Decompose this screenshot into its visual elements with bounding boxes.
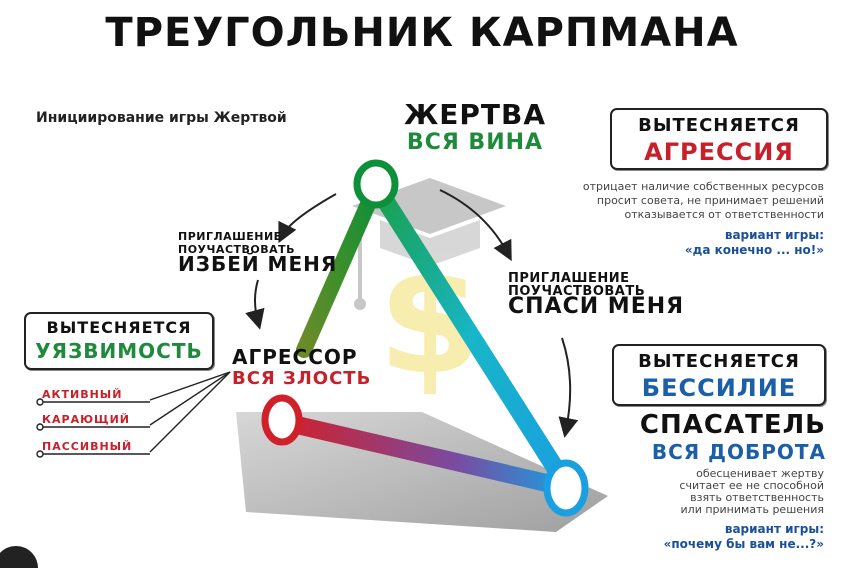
invite-left-line2: ПОУЧАСТВОВАТЬ xyxy=(178,243,296,256)
rescuer-heading: СПАСАТЕЛЬ ВСЯ ДОБРОТА xyxy=(600,410,826,464)
shadow-slab xyxy=(236,412,608,532)
rescuer-variant-value: «почему бы вам не...?» xyxy=(663,537,824,551)
rescuer-node xyxy=(543,459,589,517)
arrow-victim-to-rescuer xyxy=(439,189,512,262)
victim-description-line: просит совета, не принимает решений xyxy=(596,194,824,207)
rescuer-description-line: считает ее не способной xyxy=(679,479,824,492)
rescuer-variant: вариант игры: «почему бы вам не...?» xyxy=(564,522,824,552)
aggressor-type-active: АКТИВНЫЙ xyxy=(42,388,123,401)
victim-description: отрицает наличие собственных ресурсов пр… xyxy=(494,180,824,222)
aggressor-type-punishing: КАРАЮЩИЙ xyxy=(42,413,130,426)
rescuer-displaced-label: ВЫТЕСНЯЕТСЯ xyxy=(638,351,800,372)
rescuer-displaced-value: БЕССИЛИЕ xyxy=(641,374,797,402)
aggressor-displaced-value: УЯЗВИМОСТЬ xyxy=(35,339,203,363)
victim-variant-value: «да конечно ... но!» xyxy=(684,243,824,257)
victim-displaced-label: ВЫТЕСНЯЕТСЯ xyxy=(638,115,800,136)
arrow-left-lower xyxy=(245,279,265,330)
rescuer-description-line: или принимать решения xyxy=(680,503,824,516)
edge-victim-aggressor xyxy=(296,178,384,358)
rescuer-description-line: взять ответственность xyxy=(690,491,824,504)
rescuer-description: обесценивает жертву считает ее не способ… xyxy=(604,468,824,516)
aggressor-name: АГРЕССОР xyxy=(232,345,358,369)
aggressor-node xyxy=(261,394,303,446)
invite-right-line2: ПОУЧАСТВОВАТЬ xyxy=(508,284,646,299)
victim-name: ЖЕРТВА xyxy=(403,98,547,131)
rescuer-name: СПАСАТЕЛЬ xyxy=(639,410,826,440)
aggressor-type-passive: ПАССИВНЫЙ xyxy=(42,440,133,453)
invite-right-line1: ПРИГЛАШЕНИЕ xyxy=(508,271,630,286)
arrow-victim-to-aggressor xyxy=(278,193,337,244)
victim-variant: вариант игры: «да конечно ... но!» xyxy=(564,228,824,258)
victim-variant-label: вариант игры: xyxy=(724,228,824,242)
invite-left-line1: ПРИГЛАШЕНИЕ xyxy=(178,230,282,243)
arrow-right-lower xyxy=(558,337,579,438)
victim-subtitle: ВСЯ ВИНА xyxy=(406,130,544,155)
invite-left: ПРИГЛАШЕНИЕ ПОУЧАСТВОВАТЬ ИЗБЕЙ МЕНЯ xyxy=(178,230,338,276)
page-title: ТРЕУГОЛЬНИК КАРПМАНА xyxy=(105,10,739,56)
aggressor-displaced-box: ВЫТЕСНЯЕТСЯ УЯЗВИМОСТЬ xyxy=(24,312,214,370)
victim-heading: ЖЕРТВА ВСЯ ВИНА xyxy=(382,100,568,156)
edge-aggressor-rescuer xyxy=(275,413,577,497)
corner-mark xyxy=(0,546,38,568)
rescuer-displaced-box: ВЫТЕСНЯЕТСЯ БЕССИЛИЕ xyxy=(612,344,826,406)
rescuer-subtitle: ВСЯ ДОБРОТА xyxy=(651,440,826,464)
aggressor-heading: АГРЕССОР ВСЯ ЗЛОСТЬ xyxy=(232,346,371,390)
invite-right-line3: СПАСИ МЕНЯ xyxy=(508,294,685,319)
rescuer-variant-label: вариант игры: xyxy=(724,522,824,536)
initiation-label: Инициирование игры Жертвой xyxy=(36,110,287,126)
aggressor-subtitle: ВСЯ ЗЛОСТЬ xyxy=(232,368,372,389)
aggressor-displaced-label: ВЫТЕСНЯЕТСЯ xyxy=(46,318,192,337)
victim-description-line: отрицает наличие собственных ресурсов xyxy=(582,180,824,193)
victim-node xyxy=(353,159,399,209)
invite-left-line3: ИЗБЕЙ МЕНЯ xyxy=(178,252,338,276)
aggressor-type-connectors xyxy=(36,371,231,458)
rescuer-description-line: обесценивает жертву xyxy=(696,467,824,480)
edge-victim-rescuer xyxy=(367,177,577,497)
invite-right: ПРИГЛАШЕНИЕ ПОУЧАСТВОВАТЬ СПАСИ МЕНЯ xyxy=(508,271,685,319)
victim-description-line: отказывается от ответственности xyxy=(624,208,824,221)
victim-displaced-box: ВЫТЕСНЯЕТСЯ АГРЕССИЯ xyxy=(610,108,828,170)
victim-displaced-value: АГРЕССИЯ xyxy=(644,138,794,166)
